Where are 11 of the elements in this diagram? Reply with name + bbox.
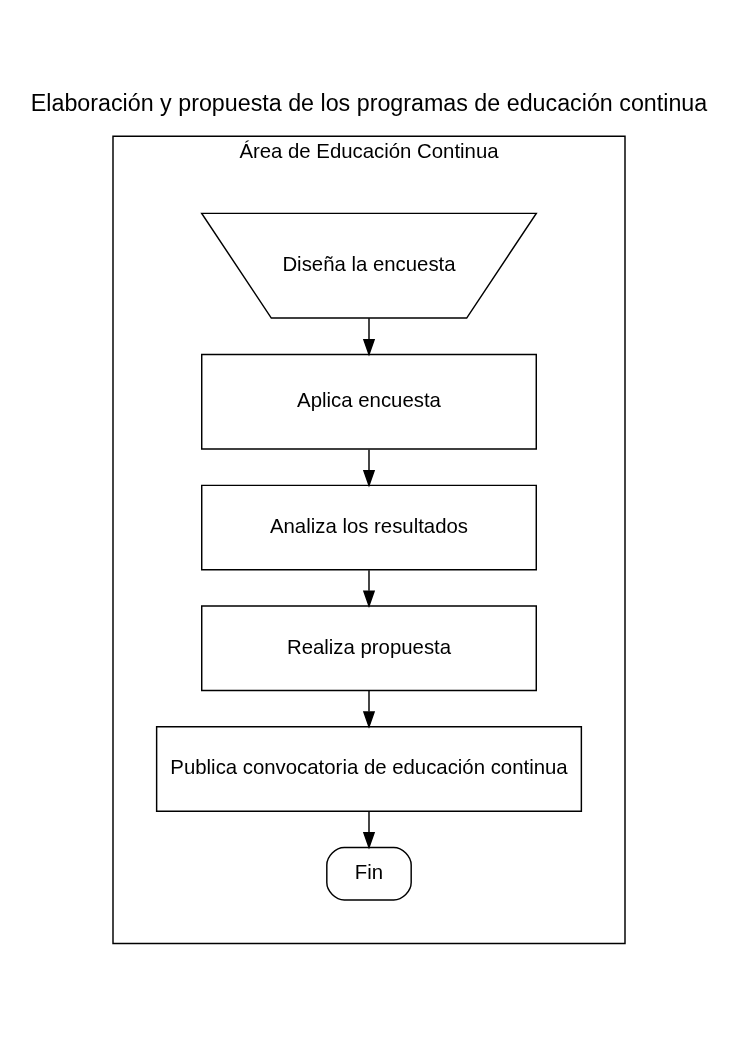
- node-box: Aplica encuesta: [201, 353, 537, 450]
- arrow: [362, 569, 376, 609]
- node-box: Publica convocatoria de educación continua: [155, 726, 583, 812]
- arrow: [362, 690, 376, 729]
- node-box: Realiza propuesta: [201, 605, 537, 692]
- diagram-title: Elaboración y propuesta de los programas de educación continua: [30, 90, 708, 117]
- arrow: [362, 448, 376, 488]
- arrow: [362, 317, 376, 357]
- node-box: Fin: [326, 846, 412, 901]
- node-box: Analiza los resultados: [201, 484, 537, 571]
- arrow: [362, 810, 376, 850]
